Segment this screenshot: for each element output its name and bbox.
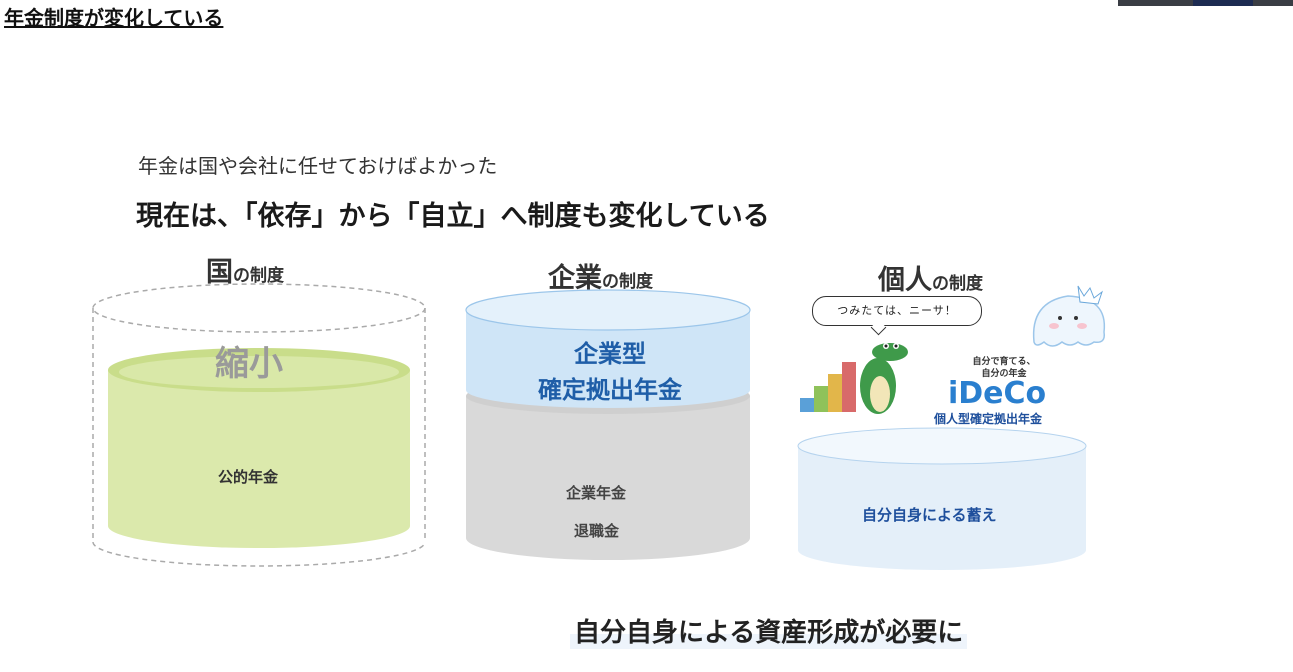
corporate-pension-label: 企業年金 xyxy=(566,484,627,502)
ideco-tagline-1: 自分で育てる、 xyxy=(972,357,1036,367)
personal-body xyxy=(798,446,1086,570)
intro-text: 年金は国や会社に任せておけばよかった xyxy=(138,154,498,178)
corporate-dc-line2: 確定拠出年金 xyxy=(538,376,682,404)
corporate-cylinder xyxy=(465,289,751,560)
national-dashed-bottom xyxy=(92,541,426,567)
corporate-heading: 企業の制度 xyxy=(548,256,653,295)
ideco-subtitle: 個人型確定拠出年金 xyxy=(934,412,1043,426)
corporate-heading-small: の制度 xyxy=(602,272,653,292)
personal-heading: 個人の制度 xyxy=(878,258,983,297)
headline: 現在は、「依存」から「自立」へ制度も変化している xyxy=(136,201,770,232)
public-pension-label: 公的年金 xyxy=(218,468,279,486)
ideco-tagline-2: 自分の年金 xyxy=(981,369,1027,379)
video-thumbnail xyxy=(1118,0,1293,6)
ghost-mascot-illustration xyxy=(1032,285,1106,347)
nisa-speech-bubble: つみたては、ニーサ！ xyxy=(812,296,982,326)
personal-cylinder xyxy=(797,427,1087,570)
national-heading-big: 国 xyxy=(206,257,233,288)
national-dashed-top xyxy=(92,283,426,333)
corporate-dc-label: 企業型 xyxy=(560,338,660,370)
page-title: 年金制度が変化している xyxy=(4,6,224,30)
severance-label: 退職金 xyxy=(574,522,620,540)
personal-heading-big: 個人 xyxy=(878,265,932,296)
ideco-tagline: 自分で育てる、 自分の年金 xyxy=(954,356,1054,380)
personal-top xyxy=(797,427,1087,465)
national-heading-small: の制度 xyxy=(233,266,284,286)
national-cylinder xyxy=(92,283,426,567)
national-heading: 国の制度 xyxy=(206,250,284,289)
personal-savings-label: 自分自身による蓄え xyxy=(862,506,997,524)
national-green-body xyxy=(108,370,410,548)
national-green-top-inner xyxy=(119,356,399,388)
crocodile-mascot-illustration xyxy=(800,343,908,414)
conclusion-text: 自分自身による資産形成が必要に xyxy=(570,612,968,649)
corporate-heading-big: 企業 xyxy=(548,263,602,294)
corporate-blue-top xyxy=(465,289,751,331)
ideco-logo: iDeCo xyxy=(948,376,1047,411)
corporate-dc-line1: 企業型 xyxy=(574,340,646,368)
personal-heading-small: の制度 xyxy=(932,274,983,294)
corporate-gray-body xyxy=(466,396,750,560)
shrink-label: 縮小 xyxy=(215,344,283,384)
corporate-blue-body xyxy=(466,310,750,408)
thumbnail-inner xyxy=(1193,0,1253,6)
